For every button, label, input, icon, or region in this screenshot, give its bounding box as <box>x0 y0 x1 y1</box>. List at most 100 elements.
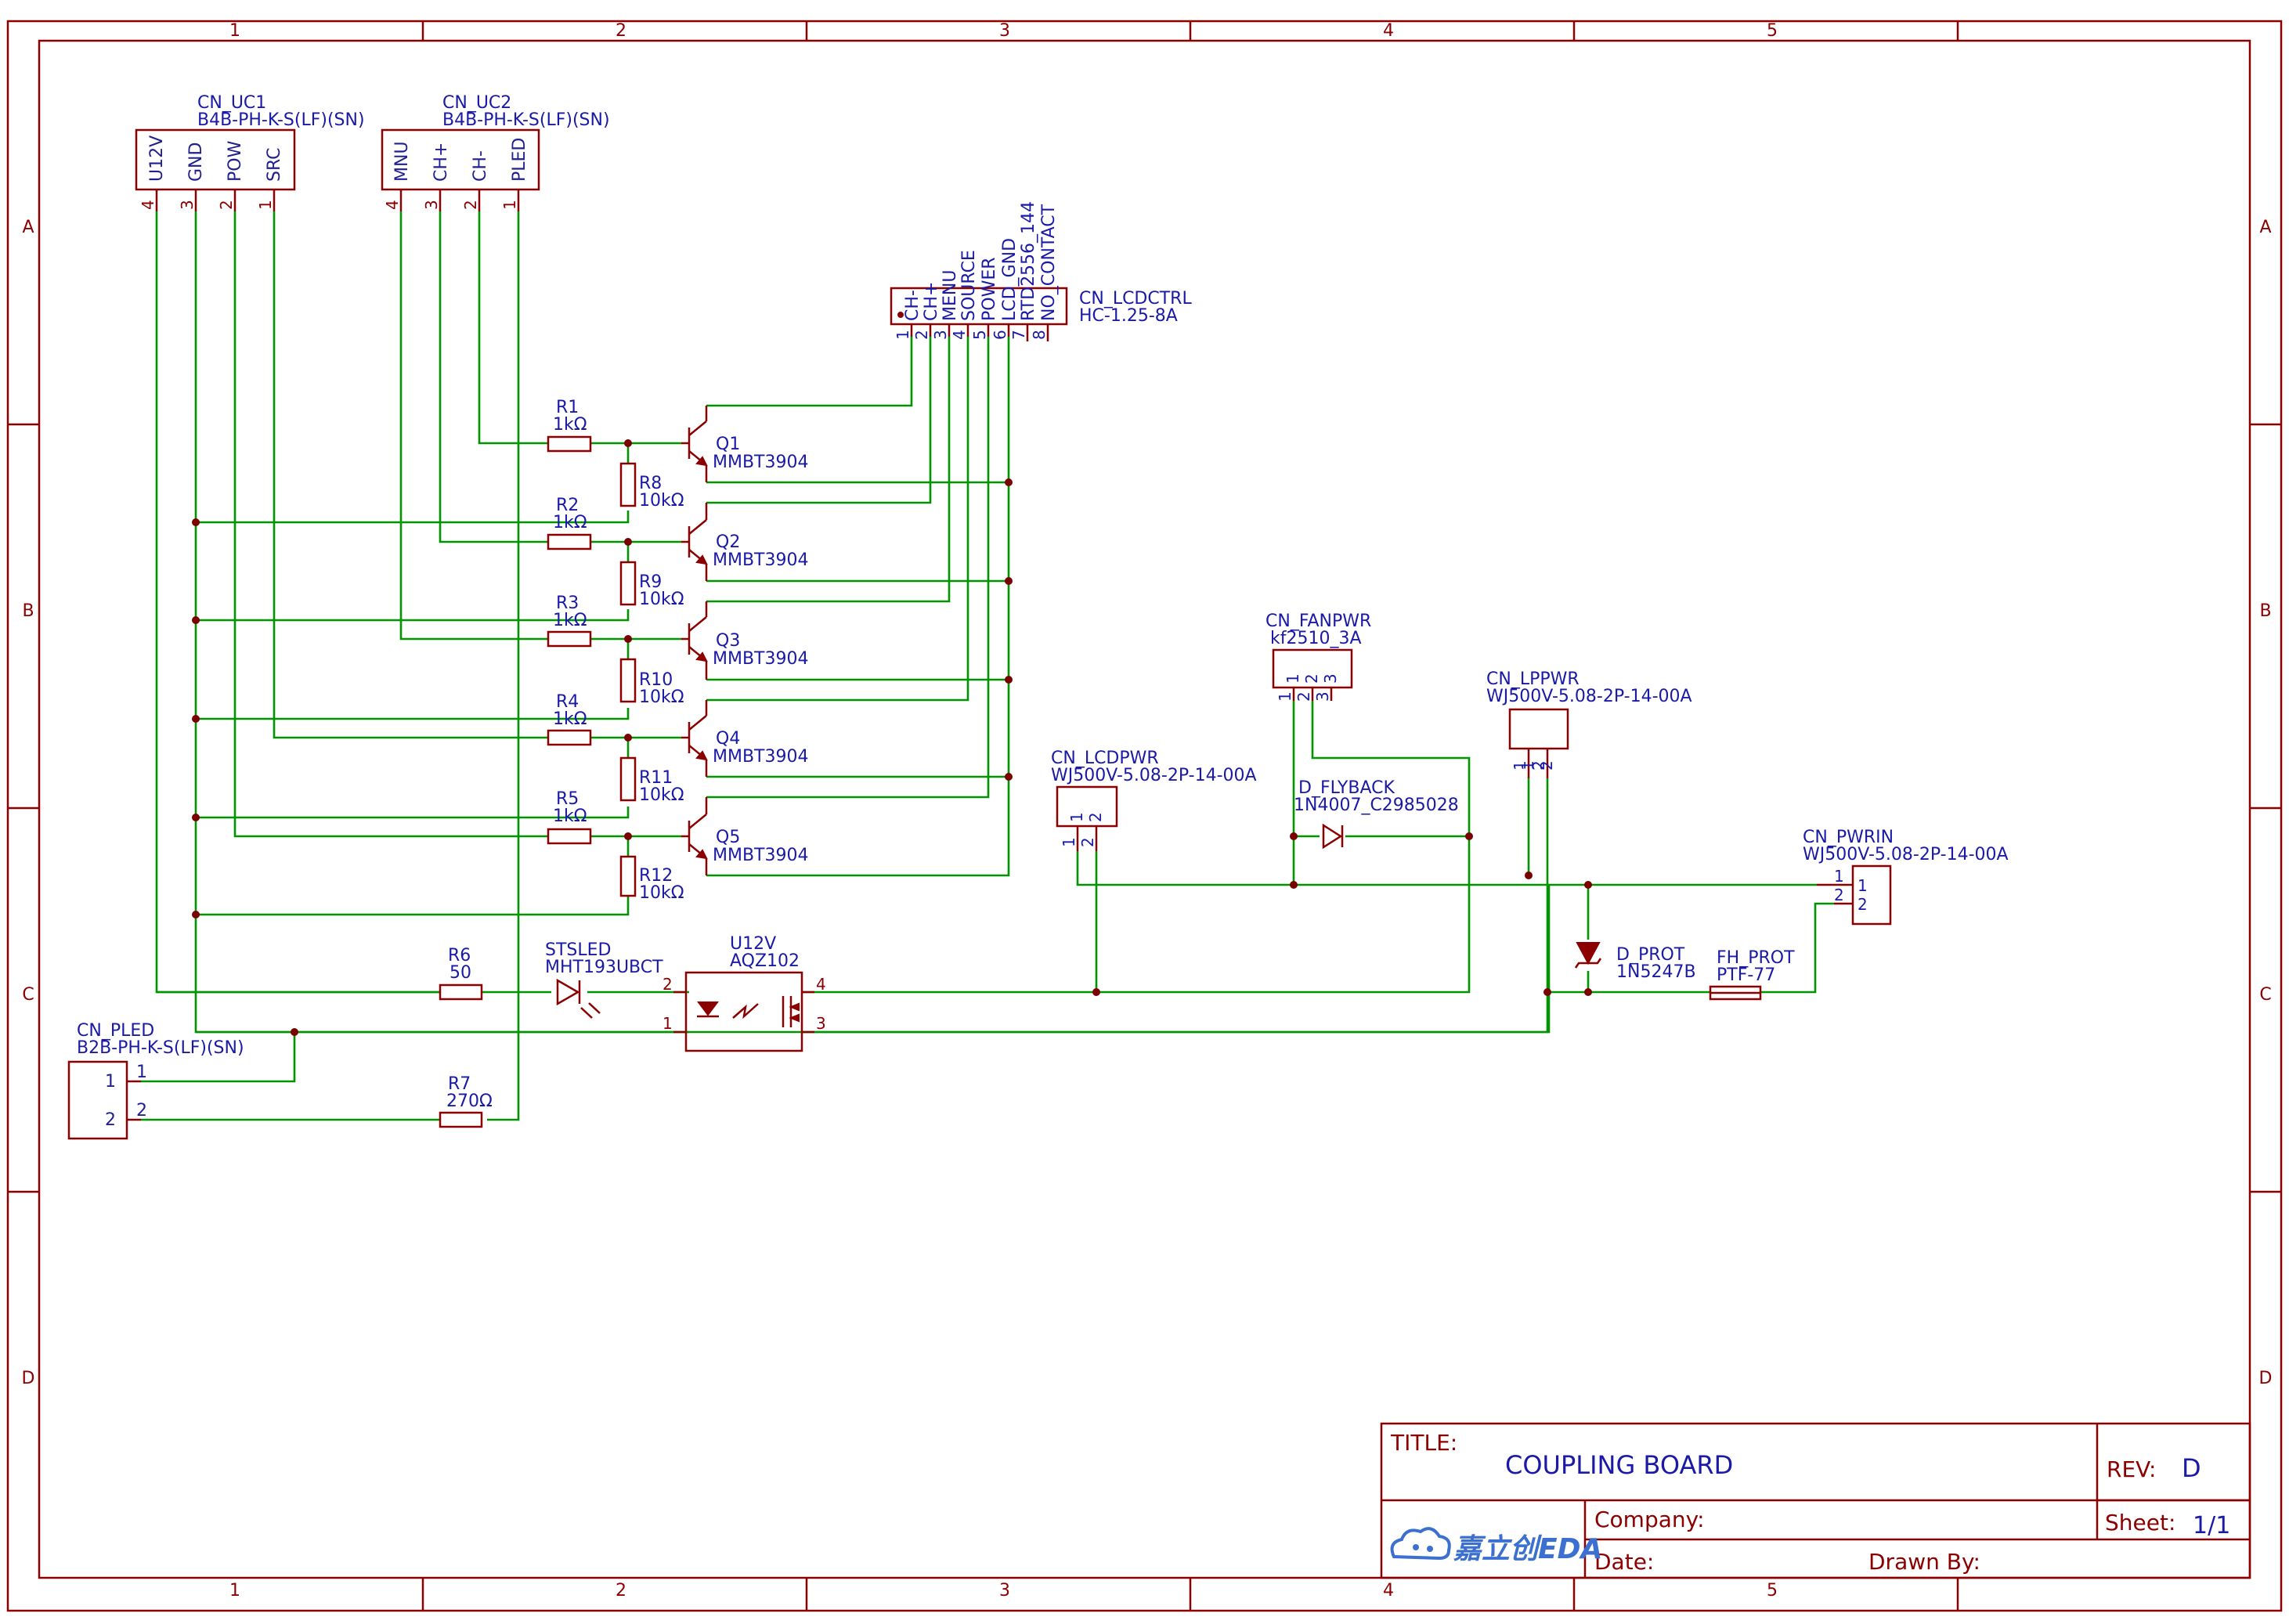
cn-uc2-pin-num: 2 <box>461 200 480 210</box>
r1-value: 1kΩ <box>553 415 587 435</box>
diode-d-prot[interactable]: D_PROT 1N5247B <box>1574 942 1696 982</box>
cn-lcdctrl-pin-name: MENU <box>941 270 960 321</box>
col-label: 2 <box>616 1581 626 1601</box>
cn-uc1-pin-name: SRC <box>265 147 284 182</box>
connector-cn-lcdctrl[interactable]: CH- CH+ MENU SOURCE POWER LCD_GND RTD255… <box>890 201 1192 341</box>
cn-uc2-pin-num: 3 <box>422 200 441 210</box>
cn-lcdpwr-pin-num: 1 <box>1060 837 1078 847</box>
cn-lcdctrl-pin-name: CH+ <box>922 282 941 321</box>
transistor-q5[interactable]: Q5 MMBT3904 <box>681 797 808 875</box>
r8-ref: R8 <box>639 474 662 493</box>
cn-lcdctrl-value: HC-1.25-8A <box>1079 306 1178 326</box>
cn-fanpwr-ref: CN_FANPWR <box>1265 612 1371 631</box>
stsled-ref: STSLED <box>545 940 611 960</box>
cn-lcdctrl-pin-num: 3 <box>931 330 950 340</box>
row-label: D <box>2259 1369 2273 1388</box>
r10-ref: R10 <box>639 670 673 690</box>
title-block: TITLE: COUPLING BOARD REV: D Company: Sh… <box>1380 1422 2251 1579</box>
cn-lcdctrl-pin-num: 6 <box>991 330 1009 340</box>
cn-uc1-ref: CN_UC1 <box>197 93 266 113</box>
cn-pwrin-ref: CN_PWRIN <box>1803 828 1894 847</box>
resistor-r9[interactable]: R9 10kΩ <box>619 561 684 609</box>
cn-lcdctrl-pin-num: 2 <box>912 330 931 340</box>
sheet-label: Sheet: <box>2105 1510 2175 1536</box>
cn-fanpwr-pin-name: 3 <box>1321 673 1340 684</box>
cn-uc1-pin-num: 3 <box>178 200 197 210</box>
cn-lcdctrl-pin-num: 8 <box>1030 330 1049 340</box>
transistor-q2[interactable]: Q2 MMBT3904 <box>681 503 808 581</box>
r5-ref: R5 <box>556 789 579 809</box>
q5-value: MMBT3904 <box>713 846 808 865</box>
date-label: Date: <box>1594 1549 1654 1575</box>
rev-label: REV: <box>2107 1456 2156 1482</box>
cn-lcdctrl-pin-name: NO_CONTACT <box>1039 204 1059 321</box>
sheet-value: 1/1 <box>2193 1512 2230 1539</box>
cn-fanpwr-pin-name: 1 <box>1284 673 1302 684</box>
cn-lcdctrl-pin-name: LCD_GND <box>1000 238 1020 321</box>
cn-lppwr-pin-name: 2 <box>1537 760 1556 770</box>
resistor-r6[interactable]: R6 50 <box>439 946 483 1001</box>
row-label: A <box>22 218 34 237</box>
led-stsled[interactable]: STSLED MHT193UBCT <box>545 940 663 1019</box>
connector-cn-lcdpwr[interactable]: CN_LCDPWR WJ500V-5.08-2P-14-00A 1 2 1 2 <box>1051 749 1257 851</box>
resistor-r5[interactable]: R5 1kΩ <box>547 789 592 845</box>
cn-lcdpwr-pin-name: 2 <box>1086 812 1105 822</box>
r9-value: 10kΩ <box>639 590 684 609</box>
q1-ref: Q1 <box>716 435 740 454</box>
resistor-r1[interactable]: R1 1kΩ <box>547 398 592 453</box>
relay-ref: U12V <box>730 934 776 954</box>
row-label: A <box>2259 218 2271 237</box>
resistor-r10[interactable]: R10 10kΩ <box>619 658 684 707</box>
fuse-fh-prot[interactable]: FH_PROT PTF-77 <box>1709 948 1795 1001</box>
connector-cn-lppwr[interactable]: CN_LPPWR WJ500V-5.08-2P-14-00A 1 2 1 2 <box>1486 669 1692 778</box>
col-label: 5 <box>1767 1581 1778 1601</box>
col-label: 1 <box>229 21 240 41</box>
cn-lcdpwr-pin-name: 1 <box>1067 812 1086 822</box>
transistor-q1[interactable]: Q1 MMBT3904 <box>681 406 808 482</box>
cn-lppwr-pin-name: 1 <box>1518 760 1537 770</box>
diode-d-flyback[interactable]: D_FLYBACK 1N4007_C2985028 <box>1294 778 1459 850</box>
cn-pled-value: B2B-PH-K-S(LF)(SN) <box>77 1038 244 1058</box>
connector-cn-uc1[interactable]: CN_UC1 B4B-PH-K-S(LF)(SN) U12V GND POW S… <box>135 93 365 211</box>
row-label: D <box>22 1369 35 1388</box>
resistor-r11[interactable]: R11 10kΩ <box>619 756 684 805</box>
cn-uc1-pin-name: GND <box>186 143 206 182</box>
cn-pled-pin-num: 2 <box>136 1101 147 1121</box>
resistor-r12[interactable]: R12 10kΩ <box>619 855 684 903</box>
cn-pwrin-pin-name: 2 <box>1858 895 1868 914</box>
resistor-r8[interactable]: R8 10kΩ <box>619 462 684 511</box>
drawn-by-label: Drawn By: <box>1868 1549 1980 1575</box>
connector-cn-uc2[interactable]: CN_UC2 B4B-PH-K-S(LF)(SN) MNU CH+ CH- PL… <box>381 93 610 211</box>
r11-ref: R11 <box>639 768 673 788</box>
relay-pin-num: 2 <box>663 975 673 994</box>
relay-pin-num: 1 <box>663 1014 673 1033</box>
resistor-r2[interactable]: R2 1kΩ <box>547 496 592 550</box>
resistor-r7[interactable]: R7 270Ω <box>439 1074 493 1128</box>
resistor-r4[interactable]: R4 1kΩ <box>547 692 592 746</box>
transistor-q3[interactable]: Q3 MMBT3904 <box>681 601 808 680</box>
cn-fanpwr-value: kf2510_3A <box>1270 629 1362 648</box>
relay-value: AQZ102 <box>730 951 800 971</box>
connector-cn-pwrin[interactable]: CN_PWRIN WJ500V-5.08-2P-14-00A 1 2 1 2 <box>1803 828 2009 926</box>
connector-cn-pled[interactable]: CN_PLED B2B-PH-K-S(LF)(SN) 1 2 1 2 <box>67 1021 244 1140</box>
r3-ref: R3 <box>556 594 579 613</box>
r10-value: 10kΩ <box>639 687 684 707</box>
transistor-q4[interactable]: Q4 MMBT3904 <box>681 700 808 777</box>
col-label: 4 <box>1383 1581 1394 1601</box>
col-label: 3 <box>999 21 1010 41</box>
cn-pwrin-pin-num: 1 <box>1834 867 1844 886</box>
col-label: 3 <box>999 1581 1010 1601</box>
cn-lppwr-pin-num: 2 <box>1529 760 1548 770</box>
cn-lcdpwr-value: WJ500V-5.08-2P-14-00A <box>1051 766 1257 785</box>
relay-u12v[interactable]: U12V AQZ102 2 1 4 3 <box>663 934 826 1052</box>
title-value: COUPLING BOARD <box>1505 1450 1733 1480</box>
cn-lcdctrl-pin-name: CH- <box>903 290 922 321</box>
cn-lcdctrl-pin-name: SOURCE <box>959 250 979 321</box>
connector-cn-fanpwr[interactable]: CN_FANPWR kf2510_3A 1 2 3 1 2 3 <box>1265 612 1371 702</box>
r2-ref: R2 <box>556 496 579 515</box>
company-label: Company: <box>1594 1507 1705 1532</box>
resistor-r3[interactable]: R3 1kΩ <box>547 594 592 648</box>
cn-pled-ref: CN_PLED <box>77 1021 154 1041</box>
r4-ref: R4 <box>556 692 579 712</box>
